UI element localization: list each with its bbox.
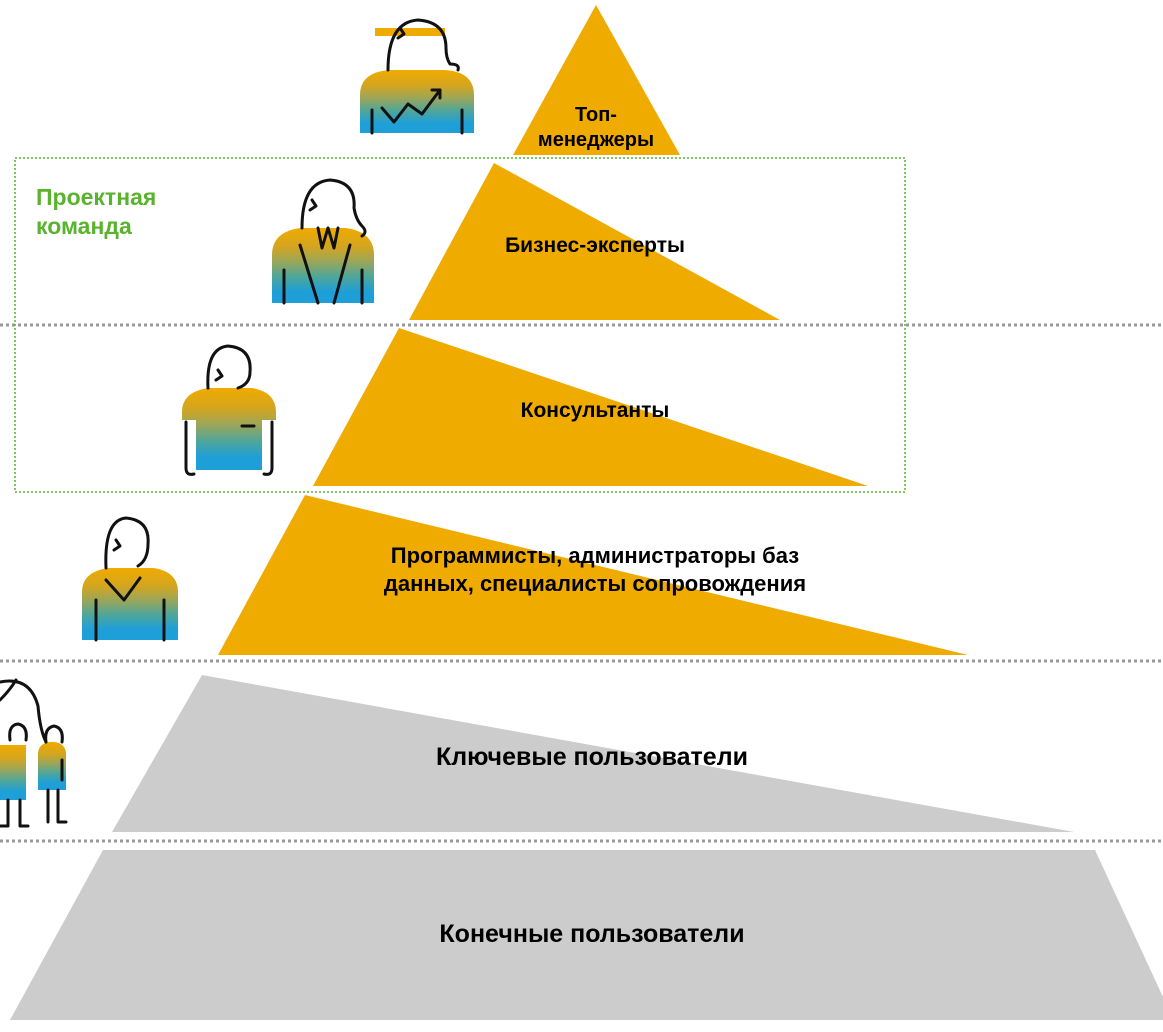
tier-business-experts [409,163,780,320]
top-managers-text: Топ- менеджеры [537,104,655,151]
programmers-text: Программисты, администраторы баз данных,… [383,543,807,596]
tier-label-key-users: Ключевые пользователи [292,742,892,773]
key-users-text: Ключевые пользователи [436,743,748,771]
project-team-box [14,157,906,493]
tier-top-managers [513,5,680,155]
tier-consultants [313,328,868,486]
programmer-icon [82,516,178,642]
tier-label-top-managers: Топ- менеджеры [486,103,706,153]
end-users-text: Конечные пользователи [439,920,745,948]
tier-label-business-experts: Бизнес-эксперты [430,233,760,259]
tier-label-end-users: Конечные пользователи [292,919,892,950]
tier-key-users [112,675,1074,832]
project-team-label: Проектная команда [36,184,157,239]
consultant-icon [182,344,276,476]
consultants-text: Консультанты [520,399,670,422]
key-users-icon [0,678,68,828]
tier-label-programmers: Программисты, администраторы баз данных,… [270,542,920,597]
woman-chart-icon [360,18,474,135]
businesswoman-icon [272,178,374,305]
tier-label-consultants: Консультанты [430,398,760,424]
tier-programmers [218,495,968,655]
tier-end-users [10,850,1163,1020]
business-experts-text: Бизнес-эксперты [505,234,685,257]
